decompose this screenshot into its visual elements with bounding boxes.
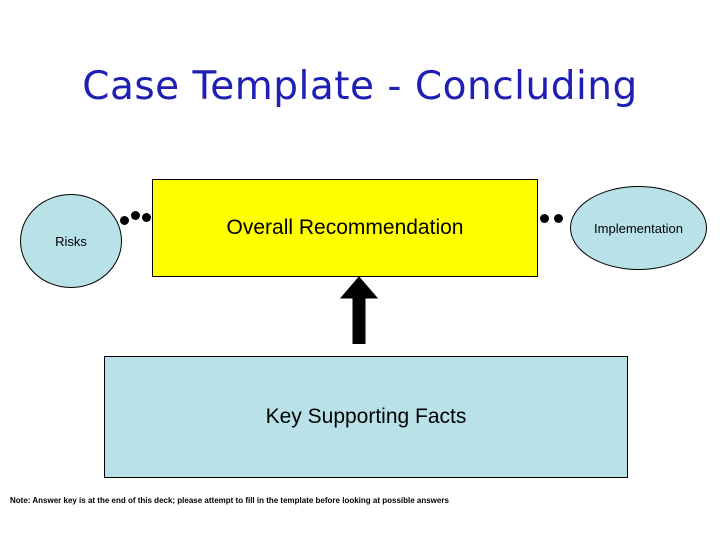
connector-dot-icon: [120, 216, 129, 225]
key-supporting-facts-label: Key Supporting Facts: [265, 405, 467, 428]
overall-recommendation-label: Overall Recommendation: [226, 216, 464, 239]
connector-dot-icon: [540, 214, 549, 223]
implementation-shape[interactable]: Implementation: [570, 186, 707, 270]
footer-note: Note: Answer key is at the end of this d…: [10, 496, 449, 505]
connector-dot-icon: [142, 213, 151, 222]
connector-dot-icon: [131, 211, 140, 220]
implementation-label: Implementation: [594, 220, 683, 236]
arrow-up-icon: [339, 276, 379, 344]
key-supporting-facts-shape[interactable]: Key Supporting Facts: [104, 356, 628, 478]
risks-shape[interactable]: Risks: [20, 194, 122, 288]
overall-recommendation-shape[interactable]: Overall Recommendation: [152, 179, 538, 277]
page-title: Case Template - Concluding: [82, 64, 638, 109]
risks-label: Risks: [55, 233, 87, 249]
connector-dot-icon: [554, 214, 563, 223]
